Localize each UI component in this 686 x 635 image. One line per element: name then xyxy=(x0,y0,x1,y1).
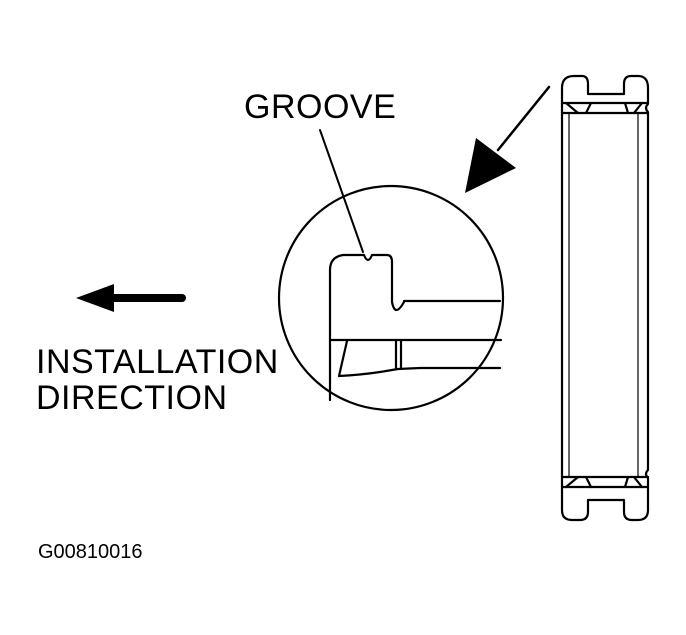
installation-direction-arrow xyxy=(76,284,186,312)
groove-label: GROOVE xyxy=(244,88,397,126)
installation-direction-label-line1: INSTALLATION xyxy=(36,343,279,381)
groove-leader-line xyxy=(319,129,364,253)
part-side-view xyxy=(560,74,650,522)
groove-cross-section xyxy=(328,253,503,402)
detail-circle xyxy=(277,184,505,412)
figure-id-label: G00810016 xyxy=(38,541,143,563)
installation-direction-label-line2: DIRECTION xyxy=(36,379,228,417)
detail-pointer-arrow xyxy=(465,85,551,193)
